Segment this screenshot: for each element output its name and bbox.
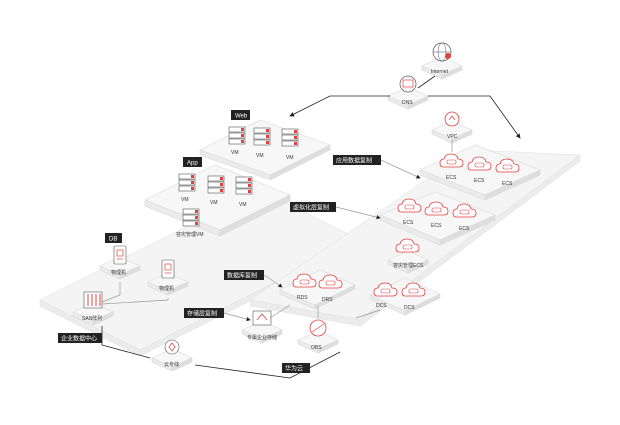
dns-node: DNS bbox=[387, 75, 429, 110]
dcs-group: DCS DCS bbox=[369, 277, 441, 316]
web-tag: Web bbox=[231, 110, 250, 120]
rds-group: RDS DRS bbox=[279, 269, 356, 310]
tag-enterprise-dc: 企业数据中心 bbox=[58, 333, 102, 343]
svg-text:数据库复制: 数据库复制 bbox=[227, 272, 257, 280]
tag-storage-copy: 存储层复制 bbox=[184, 308, 224, 318]
app-tag: App bbox=[183, 157, 202, 167]
tag-huawei-cloud: 华为云 bbox=[282, 363, 310, 373]
ecs-group-top: ECS ECS ECS bbox=[419, 144, 541, 201]
ecs-mgmt: 容灾管理ECS bbox=[387, 238, 429, 274]
app-mgmt-label: 容灾管理VM bbox=[176, 231, 204, 238]
svg-text:华为云: 华为云 bbox=[285, 365, 303, 373]
web-vm-label: VM bbox=[286, 155, 294, 161]
db-server-label: 物理机 bbox=[159, 285, 174, 292]
db-tag: DB bbox=[105, 233, 122, 243]
vpc-label: VPC bbox=[447, 134, 458, 140]
cloud-link-node: 云专线 bbox=[151, 339, 193, 372]
cloud-link-label: 云专线 bbox=[164, 361, 179, 368]
svg-text:应用数据复制: 应用数据复制 bbox=[336, 157, 372, 165]
obs-label: OBS bbox=[311, 345, 322, 351]
svg-text:Web: Web bbox=[235, 114, 248, 120]
app-vm-label: VM bbox=[239, 202, 247, 208]
vpc-node: VPC bbox=[431, 111, 473, 144]
ecs-label: ECS bbox=[446, 175, 457, 181]
obs-node: OBS bbox=[297, 319, 339, 354]
app-vm-label: VM bbox=[210, 200, 218, 206]
svg-text:企业数据中心: 企业数据中心 bbox=[61, 335, 97, 343]
web-vm-label: VM bbox=[231, 150, 239, 156]
rds-label: DRS bbox=[322, 297, 333, 303]
app-vm-label: VM bbox=[181, 197, 189, 203]
san-label: SAN阵列 bbox=[82, 315, 102, 322]
tag-db-copy: 数据库复制 bbox=[224, 270, 264, 280]
tag-app-data: 应用数据复制 bbox=[333, 155, 381, 165]
svg-text:DB: DB bbox=[109, 237, 117, 243]
svg-text:虚拟化层复制: 虚拟化层复制 bbox=[293, 204, 329, 212]
dcs-label: DCS bbox=[376, 303, 387, 309]
ecs-label: ECS bbox=[474, 178, 485, 184]
internet-node: Internet bbox=[421, 42, 463, 80]
ecs-label: ECS bbox=[431, 223, 442, 229]
web-vm-label: VM bbox=[256, 153, 264, 159]
db-tier: 物理机 物理机 bbox=[99, 245, 189, 296]
db-server-label: 物理机 bbox=[111, 269, 126, 276]
dns-icon bbox=[399, 75, 417, 93]
vpc-icon bbox=[444, 111, 460, 127]
rds-label: RDS bbox=[297, 295, 308, 301]
svg-text:App: App bbox=[187, 161, 198, 167]
ecs-label: ECS bbox=[502, 181, 513, 187]
tag-virt: 虚拟化层复制 bbox=[290, 202, 336, 212]
ecs-mgmt-label: 容灾管理ECS bbox=[393, 262, 424, 269]
web-tier: VM VM VM bbox=[199, 119, 331, 181]
dns-label: DNS bbox=[402, 100, 413, 106]
ecs-label: ECS bbox=[459, 226, 470, 232]
app-tier: VM VM VM 容灾管理VM bbox=[144, 164, 291, 238]
ecs-label: ECS bbox=[403, 220, 414, 226]
enterprise-storage: 专属企业存储 bbox=[241, 310, 283, 344]
storage-label: 专属企业存储 bbox=[247, 334, 277, 341]
ecs-group-mid: ECS ECS ECS bbox=[379, 191, 496, 246]
dcs-label: DCS bbox=[404, 305, 415, 311]
internet-label: Internet bbox=[431, 69, 449, 75]
san-array: SAN阵列 bbox=[72, 291, 114, 326]
svg-text:存储层复制: 存储层复制 bbox=[187, 310, 217, 318]
